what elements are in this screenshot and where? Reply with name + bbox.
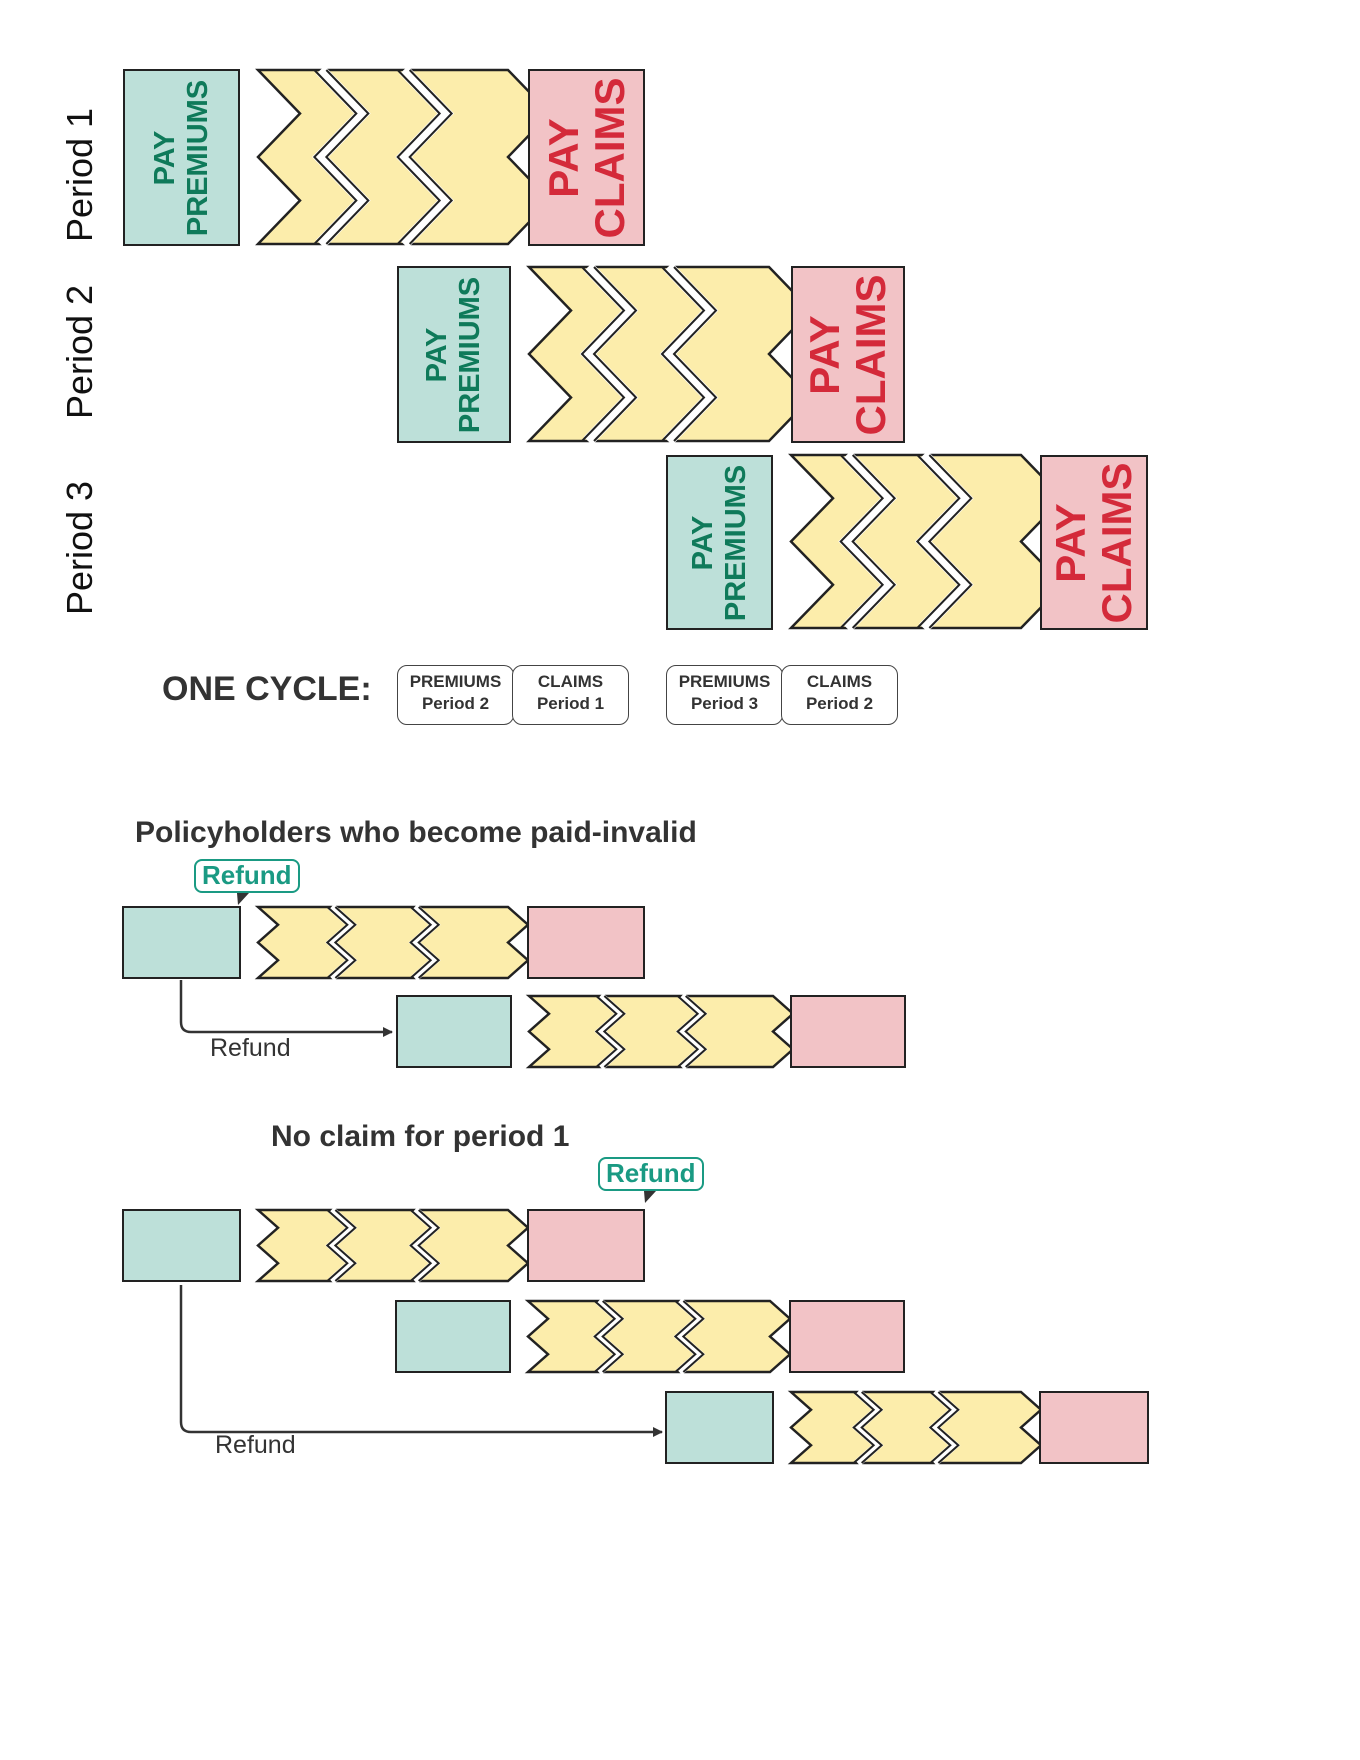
paid-invalid-row-2-claims-box [790, 995, 906, 1068]
period-3-coverage-zigzag [788, 450, 1065, 633]
refund-arrow-no-claim [179, 1285, 663, 1437]
paid-invalid-row-1-premiums-box [122, 906, 241, 979]
period-1-coverage-zigzag [255, 65, 552, 249]
no-claim-row-1-premiums-box [122, 1209, 241, 1282]
no-claim-title: No claim for period 1 [271, 1120, 570, 1153]
no-claim-row-2-premiums-box [395, 1300, 511, 1373]
no-claim-tag-pointer [644, 1191, 656, 1203]
no-claim-row-3-claims-box [1039, 1391, 1149, 1464]
paid-invalid-tag-pointer [237, 893, 249, 905]
period-2-coverage-zigzag [526, 262, 813, 446]
period-2-label: Period 2 [59, 284, 100, 420]
period-1-label: Period 1 [59, 107, 100, 243]
paid-invalid-refund-tag: Refund [194, 859, 300, 893]
paid-invalid-row-2-premiums-box [396, 995, 512, 1068]
paid-invalid-refund-label: Refund [210, 1034, 291, 1062]
paid-invalid-row-1-claims-box [527, 906, 645, 979]
no-claim-refund-label: Refund [215, 1431, 296, 1459]
no-claim-row-1-coverage-zigzag [254, 1207, 530, 1284]
one-cycle-title: ONE CYCLE: [162, 670, 372, 708]
no-claim-row-2-claims-box [789, 1300, 905, 1373]
no-claim-row-3-premiums-box [665, 1391, 774, 1464]
no-claim-row-1-claims-box [527, 1209, 645, 1282]
no-claim-row-3-coverage-zigzag [787, 1389, 1043, 1466]
paid-invalid-title: Policyholders who become paid-invalid [135, 816, 697, 849]
paid-invalid-row-2-coverage-zigzag [525, 993, 795, 1070]
paid-invalid-row-1-coverage-zigzag [254, 904, 530, 981]
no-claim-refund-tag: Refund [598, 1157, 704, 1191]
no-claim-row-2-coverage-zigzag [524, 1298, 792, 1375]
period-3-label: Period 3 [59, 480, 100, 616]
refund-arrow-paid-invalid [179, 980, 393, 1037]
